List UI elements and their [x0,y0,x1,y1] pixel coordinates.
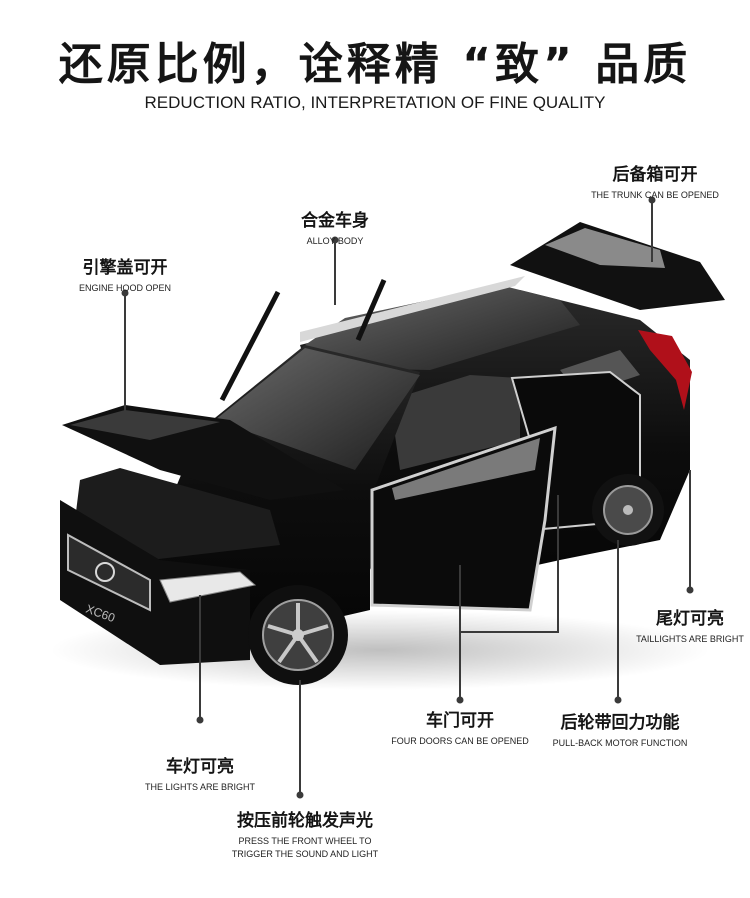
page-subtitle: REDUCTION RATIO, INTERPRETATION OF FINE … [144,93,606,112]
engine-bay [75,468,280,560]
callout-lights-cn: 车灯可亮 [166,757,234,777]
front-door-antenna-left [219,290,281,402]
door-window [392,438,540,500]
hood-highlight [70,410,220,440]
leader-dot-lights [196,716,204,724]
rear-wheel-hub [623,505,633,515]
callout-doors-en: FOUR DOORS CAN BE OPENED [391,736,529,746]
callout-pullback-cn: 后轮带回力功能 [560,713,680,733]
callout-trunk-en: THE TRUNK CAN BE OPENED [591,190,719,200]
headlight [159,571,257,603]
roof-rail [300,276,525,342]
callout-hood-cn: 引擎盖可开 [82,258,168,278]
callout-pullback: 后轮带回力功能 PULL-BACK MOTOR FUNCTION [540,708,700,750]
callout-alloy: 合金车身 ALLOY BODY [270,206,400,248]
windshield [215,348,420,470]
leader-dot-hood [121,289,129,297]
front-wheel-hub [292,629,304,641]
logo-emblem [95,562,115,582]
callout-trunk: 后备箱可开 THE TRUNK CAN BE OPENED [580,160,730,202]
callout-taillights-en: TAILLIGHTS ARE BRIGHT [636,634,744,644]
trunk-window [545,228,665,268]
callout-alloy-cn: 合金车身 [301,211,369,231]
callout-hood: 引擎盖可开 ENGINE HOOD OPEN [60,253,190,295]
front-bumper [60,500,250,665]
callout-taillights: 尾灯可亮 TAILLIGHTS ARE BRIGHT [630,604,750,646]
front-door-antenna-right [355,279,387,341]
leader-dot-pullback [614,696,622,704]
callout-doors-cn: 车门可开 [426,711,494,731]
leader-dot-trunk [648,196,656,204]
callout-alloy-en: ALLOY BODY [306,236,364,246]
callout-sound-en-line2: TRIGGER THE SOUND AND LIGHT [231,849,379,859]
leader-doors [459,495,559,633]
page-title: 还原比例，诠释精 “致” 品质 [58,39,692,90]
callout-pullback-en: PULL-BACK MOTOR FUNCTION [552,738,688,748]
leader-dot-sound [296,791,304,799]
callout-sound-cn: 按压前轮触发声光 [237,811,373,831]
callout-taillights-cn: 尾灯可亮 [656,609,724,629]
callout-trunk-cn: 后备箱可开 [612,165,698,185]
front-grille [67,533,151,612]
callout-sound-en-line1: PRESS THE FRONT WHEEL TO [238,836,372,846]
callout-lights: 车灯可亮 THE LIGHTS ARE BRIGHT [135,752,265,794]
side-window [390,375,520,470]
taillight [638,330,692,410]
callout-lights-en: THE LIGHTS ARE BRIGHT [144,782,256,792]
leader-dot-alloy [331,236,339,244]
sunroof-glass [305,285,580,370]
callout-doors: 车门可开 FOUR DOORS CAN BE OPENED [385,706,535,748]
leader-dot-taillights [686,586,694,594]
callout-sound: 按压前轮触发声光 PRESS THE FRONT WHEEL TO TRIGGE… [220,806,390,861]
callout-hood-en: ENGINE HOOD OPEN [78,283,171,293]
